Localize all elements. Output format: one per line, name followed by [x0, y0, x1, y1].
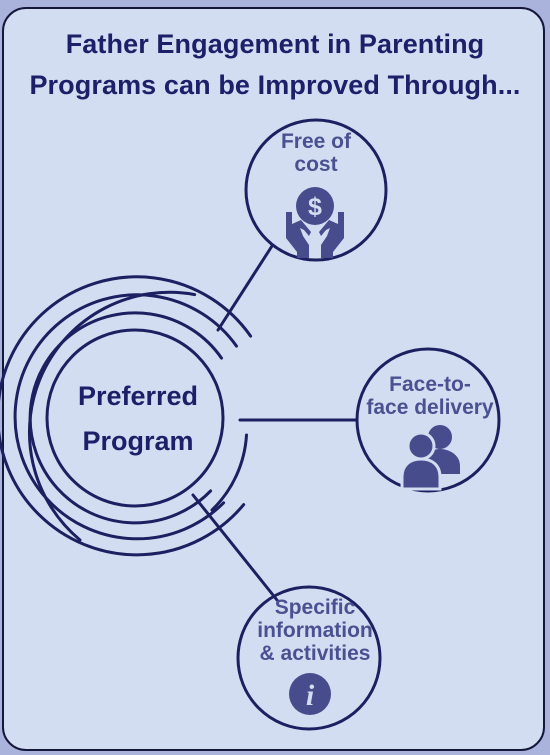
center-inner-ring	[45, 328, 225, 508]
node-free-of-cost-label: Free of cost	[246, 130, 386, 176]
connector-free-of-cost	[216, 244, 274, 332]
node-label-line-1: Face-to-	[389, 373, 471, 396]
node-free-of-cost-circle	[244, 118, 388, 262]
center-ring-3	[13, 293, 238, 541]
infographic-card	[2, 7, 545, 751]
node-label-line-1: Specific	[274, 596, 356, 619]
center-ring-5-right	[210, 433, 248, 512]
info-glyph: i	[306, 679, 315, 712]
center-ring-5-left	[27, 290, 197, 542]
node-label-line-1: Free of	[280, 130, 351, 153]
node-label-line-2: information	[257, 619, 373, 642]
node-label-line-3: & activities	[259, 642, 371, 665]
center-label-line-2: Program	[82, 426, 194, 456]
center-label-line-1: Preferred	[77, 381, 199, 411]
page-title: Father Engagement in Parenting Programs …	[0, 24, 550, 106]
center-label: Preferred Program	[38, 374, 238, 464]
title-line-1: Father Engagement in Parenting	[65, 29, 485, 59]
node-label-line-2: cost	[294, 153, 338, 176]
center-ring-4	[0, 275, 253, 557]
title-line-2: Programs can be Improved Through...	[29, 70, 521, 100]
dollar-sign: $	[308, 193, 322, 221]
dollar-hands-icon: $	[286, 187, 344, 258]
people-icon	[400, 425, 460, 491]
node-specific-information-label: Specific information & activities	[230, 596, 400, 665]
node-label-line-2: face delivery	[366, 396, 494, 419]
node-face-to-face-label: Face-to- face delivery	[346, 373, 514, 419]
node-face-to-face-circle	[355, 347, 501, 493]
connector-specific-information	[191, 493, 279, 602]
info-icon: i	[289, 673, 331, 715]
node-specific-information-circle	[236, 585, 382, 731]
